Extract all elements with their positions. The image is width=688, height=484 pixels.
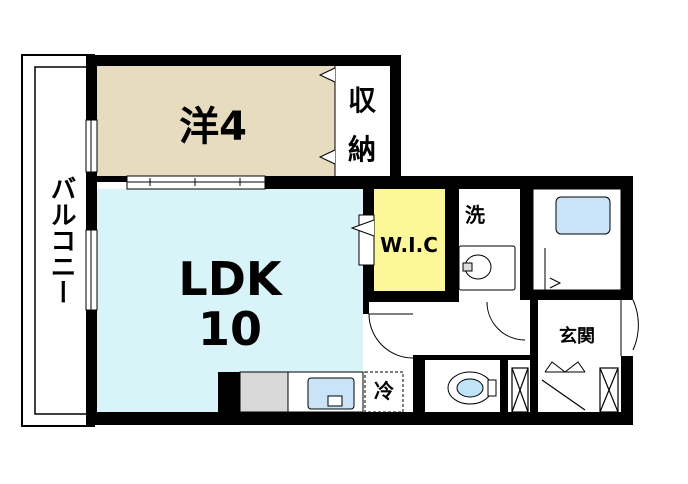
storage-label-top: 収	[348, 84, 377, 117]
ldk-label: LDK	[178, 252, 283, 306]
storage-room	[337, 66, 390, 176]
entrance-label: 玄関	[559, 325, 595, 347]
bath	[532, 188, 622, 291]
shoe-cabinet	[511, 367, 619, 413]
kitchen	[239, 371, 404, 413]
western-room	[97, 66, 335, 176]
storage-doors	[318, 66, 336, 176]
ldk-window	[85, 229, 98, 311]
wash-door	[486, 301, 526, 341]
entrance	[544, 296, 639, 373]
balcony-label: バルコニー	[46, 175, 76, 305]
wic-room	[374, 189, 445, 291]
balcony	[21, 54, 95, 427]
washroom-label: 洗	[465, 203, 485, 227]
storage-label-bottom: 納	[348, 133, 376, 166]
sliding-door	[126, 175, 266, 190]
fridge-label: 冷	[374, 379, 394, 403]
western-window	[85, 119, 98, 173]
western-room-label: 洋4	[179, 104, 247, 150]
wic-label: W.I.C	[380, 233, 438, 257]
toilet	[447, 371, 497, 405]
ldk-door	[368, 313, 414, 359]
wic-door	[350, 214, 375, 266]
ldk-size-label: 10	[198, 302, 262, 356]
wash-basin	[458, 245, 516, 291]
